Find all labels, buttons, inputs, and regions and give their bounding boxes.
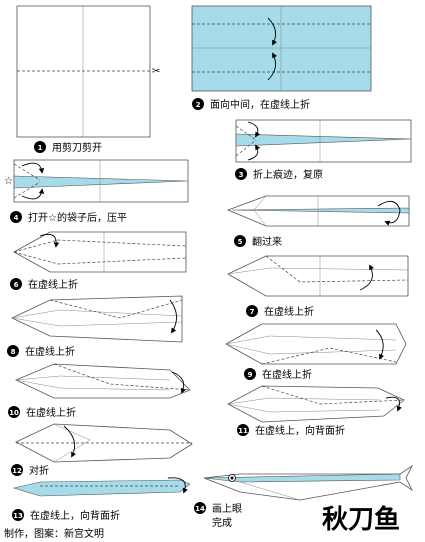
step-5-caption: 5 翻过来 <box>234 235 282 248</box>
step-6-caption: 6 在虚线上折 <box>10 278 78 291</box>
step-5-text: 翻过来 <box>252 235 282 248</box>
step-12-text: 对折 <box>29 464 49 477</box>
step-2-figure <box>191 5 372 92</box>
step-10-figure <box>15 363 191 399</box>
step-6-figure <box>13 231 187 273</box>
step-9-number: 9 <box>248 371 253 379</box>
step-8-text: 在虚线上折 <box>25 345 75 358</box>
step-13-caption: 13 在虚线上，向背面折 <box>12 509 120 522</box>
step-8-caption: 8 在虚线上折 <box>7 345 75 358</box>
step-4-figure: ☆ <box>4 159 189 203</box>
step-8-figure <box>11 295 183 343</box>
step-4-text: 打开☆的袋子后，压平 <box>28 211 127 224</box>
step-6-number: 6 <box>14 281 19 289</box>
step-13-figure <box>12 477 191 497</box>
step-13-text: 在虚线上，向背面折 <box>30 509 120 522</box>
step-7-caption: 7 在虚线上折 <box>246 305 314 318</box>
step-5-figure <box>226 195 410 227</box>
step-11-text: 在虚线上，向背面折 <box>255 424 345 437</box>
step-13-number: 13 <box>13 512 23 520</box>
step-7-figure <box>227 255 409 297</box>
step-1-number: 1 <box>38 144 43 152</box>
step-2-caption: 2 面向中间，在虚线上折 <box>192 98 310 111</box>
step-7-number: 7 <box>250 308 255 316</box>
step-12-caption: 12 对折 <box>11 464 49 477</box>
step-1-figure: ✂ <box>16 5 160 138</box>
step-3-figure <box>235 119 412 163</box>
step-9-caption: 9 在虚线上折 <box>244 368 312 381</box>
step-3-caption: 3 折上痕迹，复原 <box>235 168 323 181</box>
step-10-text: 在虚线上折 <box>26 406 76 419</box>
step-9-text: 在虚线上折 <box>262 368 312 381</box>
step-14-number: 14 <box>195 505 205 513</box>
step-7-text: 在虚线上折 <box>264 305 314 318</box>
step-14-caption: 14 画上眼 完成 <box>194 502 242 529</box>
step-14-text: 画上眼 <box>212 503 242 515</box>
step-2-number: 2 <box>196 101 201 109</box>
step-11-number: 11 <box>238 427 248 435</box>
step-4-number: 4 <box>14 214 19 222</box>
step-3-number: 3 <box>239 171 244 179</box>
step-11-figure <box>227 385 405 423</box>
step-2-text: 面向中间，在虚线上折 <box>210 98 310 111</box>
step-9-figure <box>225 323 407 365</box>
step-5-number: 5 <box>238 238 243 246</box>
step-1-caption: 1 用剪刀剪开 <box>34 141 102 154</box>
star-icon: ☆ <box>4 176 13 187</box>
step-12-number: 12 <box>12 467 22 475</box>
diagram-title: 秋刀鱼 <box>322 505 400 535</box>
step-4-caption: 4 打开☆的袋子后，压平 <box>10 211 127 224</box>
step-10-caption: 10 在虚线上折 <box>8 406 76 419</box>
step-14-figure <box>203 464 414 501</box>
step-8-number: 8 <box>11 348 16 356</box>
credit-text: 制作，图案：新宫文明 <box>4 527 104 540</box>
step-11-caption: 11 在虚线上，向背面折 <box>237 424 345 437</box>
step-10-number: 10 <box>9 409 19 417</box>
step-3-text: 折上痕迹，复原 <box>253 168 323 181</box>
step-14-done-text: 完成 <box>212 516 232 529</box>
step-6-text: 在虚线上折 <box>28 278 78 291</box>
scissors-icon: ✂ <box>152 66 160 77</box>
step-1-text: 用剪刀剪开 <box>52 141 102 154</box>
step-12-figure <box>15 423 193 463</box>
